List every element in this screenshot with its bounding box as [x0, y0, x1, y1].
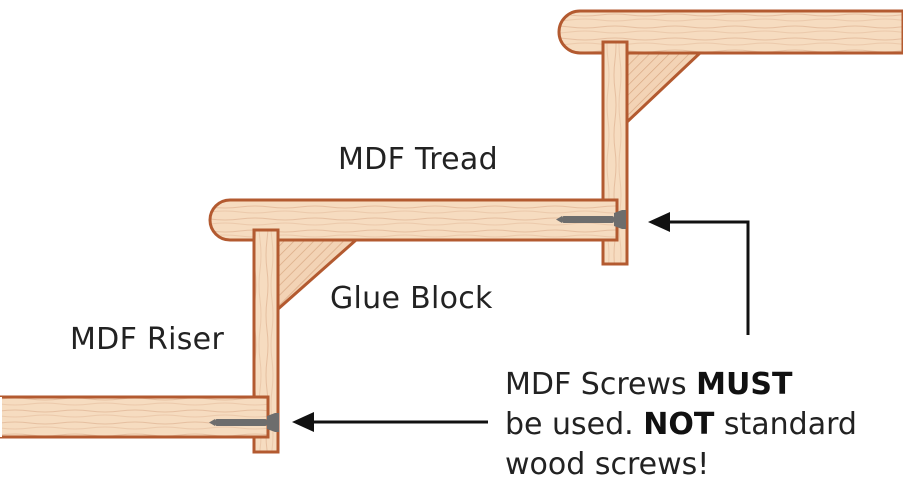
- note-line-1: MDF Screws MUST: [505, 365, 857, 405]
- lower-screw-icon: [209, 413, 279, 432]
- note-line-2-rest: standard: [714, 407, 857, 442]
- lower-arrow: [292, 412, 488, 432]
- note-must-emphasis: MUST: [696, 367, 793, 402]
- glue-block-label: Glue Block: [330, 281, 493, 316]
- top-tread: [557, 9, 903, 55]
- note-line-2-text: be used.: [505, 407, 644, 442]
- mdf-tread-label: MDF Tread: [338, 142, 498, 177]
- upper-arrow: [648, 212, 750, 335]
- note-line-2: be used. NOT standard: [505, 405, 857, 445]
- note-line-3-text: wood screws!: [505, 447, 710, 482]
- screw-warning-note: MDF Screws MUST be used. NOT standard wo…: [505, 365, 857, 485]
- middle-tread: [208, 198, 619, 242]
- top-glue-block: [625, 51, 704, 126]
- note-line-1-text: MDF Screws: [505, 367, 697, 402]
- note-not-emphasis: NOT: [643, 407, 715, 442]
- bottom-tread: [0, 395, 270, 439]
- upper-screw-icon: [556, 210, 626, 229]
- note-line-3: wood screws!: [505, 445, 857, 485]
- mdf-riser-label: MDF Riser: [70, 322, 225, 357]
